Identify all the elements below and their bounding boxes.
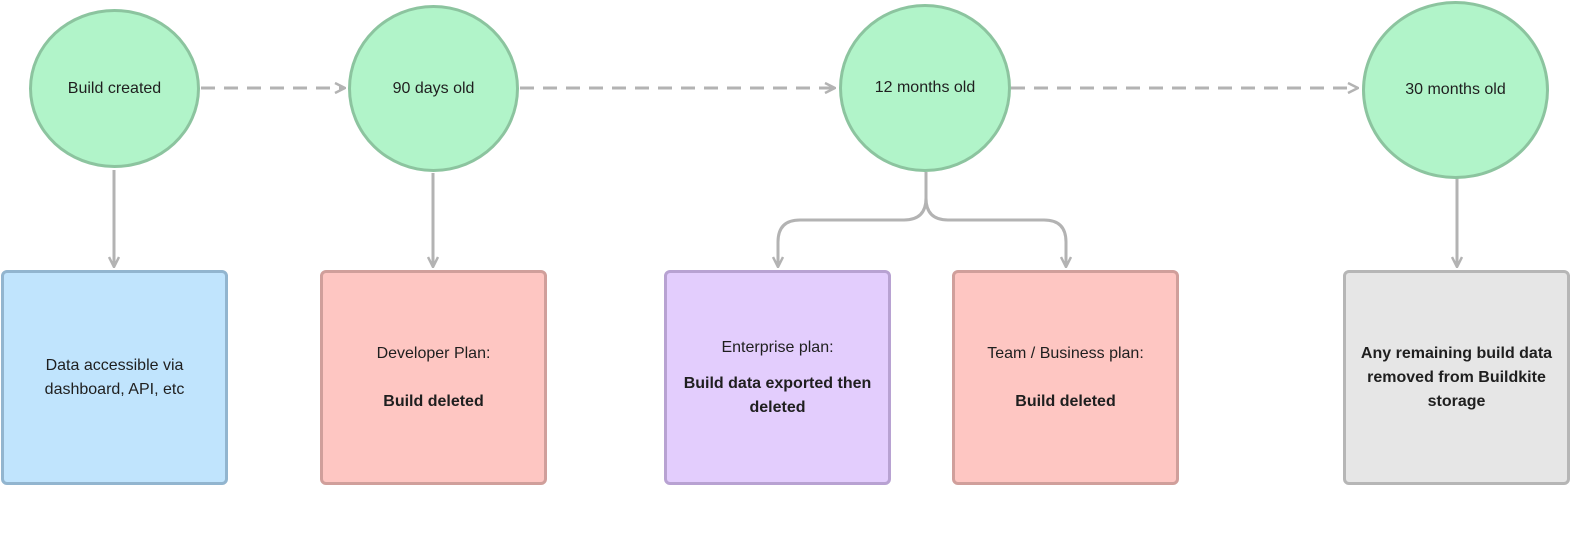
outcome-result: Build deleted bbox=[1015, 392, 1116, 410]
outcome-data-removed: Any remaining build data removed from Bu… bbox=[1343, 270, 1570, 485]
outcome-heading: Enterprise plan: bbox=[721, 338, 834, 356]
outcome-heading: Developer Plan: bbox=[376, 344, 491, 362]
branch-arrow-enterprise bbox=[778, 172, 928, 267]
outcome-text: Data accessible via dashboard, API, etc bbox=[44, 356, 185, 398]
outcome-team-business-plan: Team / Business plan: Build deleted bbox=[952, 270, 1179, 485]
outcome-result: Build data exported then deleted bbox=[683, 374, 872, 416]
outcome-data-accessible: Data accessible via dashboard, API, etc bbox=[1, 270, 228, 485]
milestone-label: 12 months old bbox=[874, 79, 976, 96]
milestone-label: Build created bbox=[67, 79, 162, 97]
outcome-developer-plan: Developer Plan: Build deleted bbox=[320, 270, 547, 485]
branch-arrow-team bbox=[924, 197, 1066, 267]
outcome-enterprise-plan: Enterprise plan: Build data exported the… bbox=[664, 270, 891, 485]
milestone-label: 30 months old bbox=[1405, 81, 1506, 98]
outcome-result: Build deleted bbox=[383, 392, 484, 410]
milestone-90-days-old: 90 days old bbox=[348, 5, 519, 172]
milestone-12-months-old: 12 months old bbox=[839, 4, 1011, 172]
outcome-heading: Team / Business plan: bbox=[987, 344, 1144, 362]
outcome-result: Any remaining build data removed from Bu… bbox=[1360, 344, 1553, 410]
milestone-build-created: Build created bbox=[29, 9, 200, 168]
milestone-label: 90 days old bbox=[392, 79, 475, 97]
milestone-30-months-old: 30 months old bbox=[1362, 1, 1549, 179]
